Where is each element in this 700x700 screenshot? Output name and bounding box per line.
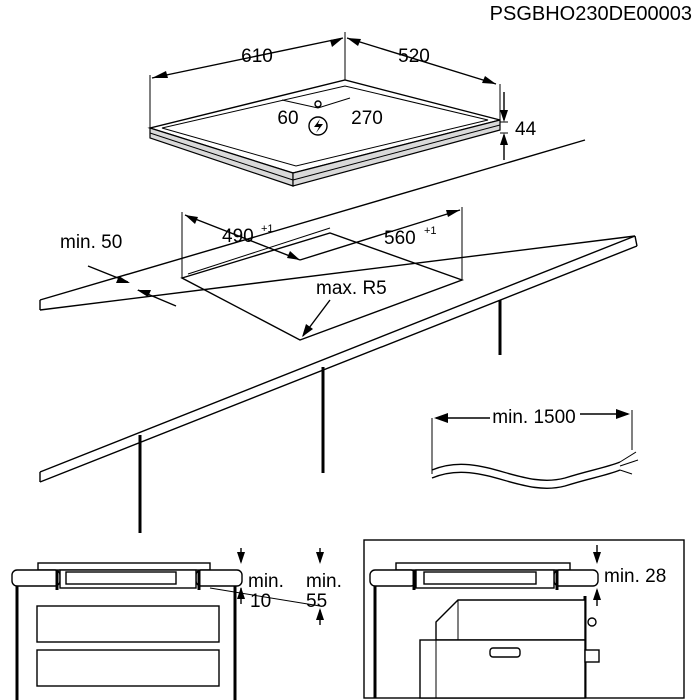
doc-code: PSGBHO230DE00003 xyxy=(490,3,692,25)
hob-drawing xyxy=(147,79,501,187)
hob-depth-dimension: 520 xyxy=(346,37,501,120)
hob-height-label: 44 xyxy=(515,119,537,140)
cutout-width-label: 490 xyxy=(222,226,254,247)
hob-width-dimension: 610 xyxy=(149,32,346,128)
corner-radius-label: max. R5 xyxy=(316,278,387,299)
cable-length-dimension: min. 1500 xyxy=(434,407,630,428)
gap-a-value: 10 xyxy=(250,591,271,612)
gap-b-label: min. xyxy=(306,571,342,592)
oven-gap-label: min. 28 xyxy=(604,566,666,587)
side-view-drawers: min. 10 min. 55 xyxy=(11,548,342,700)
worktop-drawing xyxy=(39,139,638,533)
cutout-depth-label: 560 xyxy=(384,228,416,249)
connection-dimension: 60 270 xyxy=(277,108,382,129)
hob-height-dimension: 44 xyxy=(500,92,537,160)
cutout-depth-tol: +1 xyxy=(424,225,437,237)
conn-right-label: 270 xyxy=(351,108,383,129)
gap-b-value: 55 xyxy=(306,591,327,612)
cutout-width-dimension: 490 +1 xyxy=(181,212,301,278)
cable-length-label: min. 1500 xyxy=(492,407,575,428)
side-view-oven: min. 28 xyxy=(363,539,685,699)
cable-drawing xyxy=(431,410,639,489)
hob-depth-label: 520 xyxy=(398,46,430,67)
cutout-width-tol: +1 xyxy=(261,223,274,235)
edge-distance-dimension: min. 50 xyxy=(60,232,177,307)
hob-width-label: 610 xyxy=(241,46,273,67)
edge-distance-label: min. 50 xyxy=(60,232,122,253)
corner-radius-dimension: max. R5 xyxy=(302,278,387,337)
cutout-depth-dimension: 560 +1 xyxy=(299,207,463,280)
gap-a-label: min. xyxy=(248,571,284,592)
power-connection-icon xyxy=(308,116,328,136)
conn-left-label: 60 xyxy=(277,108,298,129)
